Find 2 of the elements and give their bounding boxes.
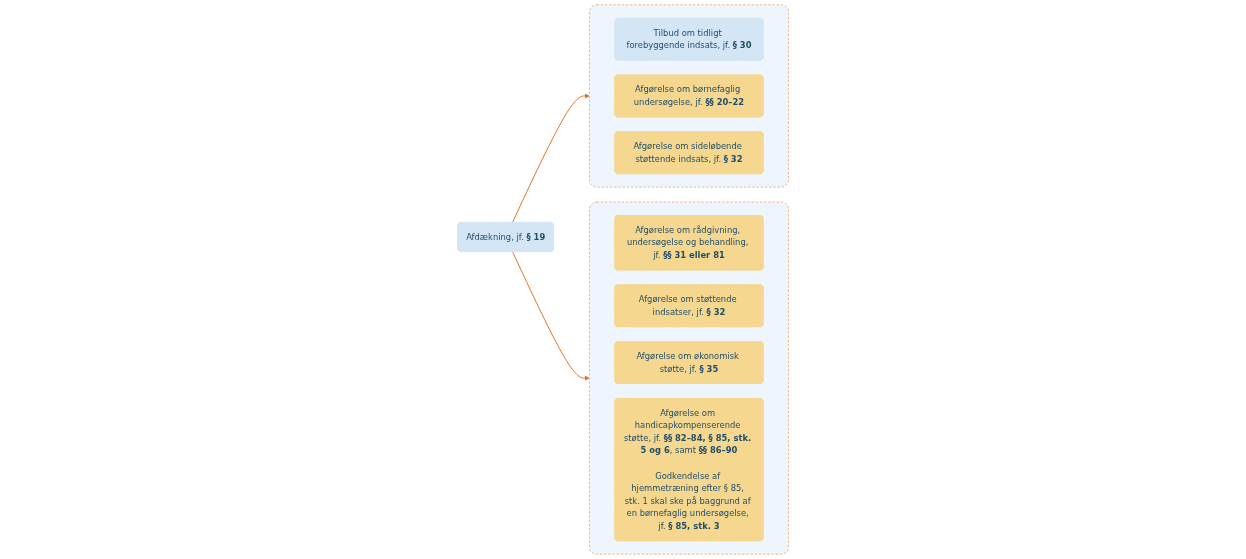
cluster xyxy=(589,4,789,188)
cluster xyxy=(589,201,789,555)
